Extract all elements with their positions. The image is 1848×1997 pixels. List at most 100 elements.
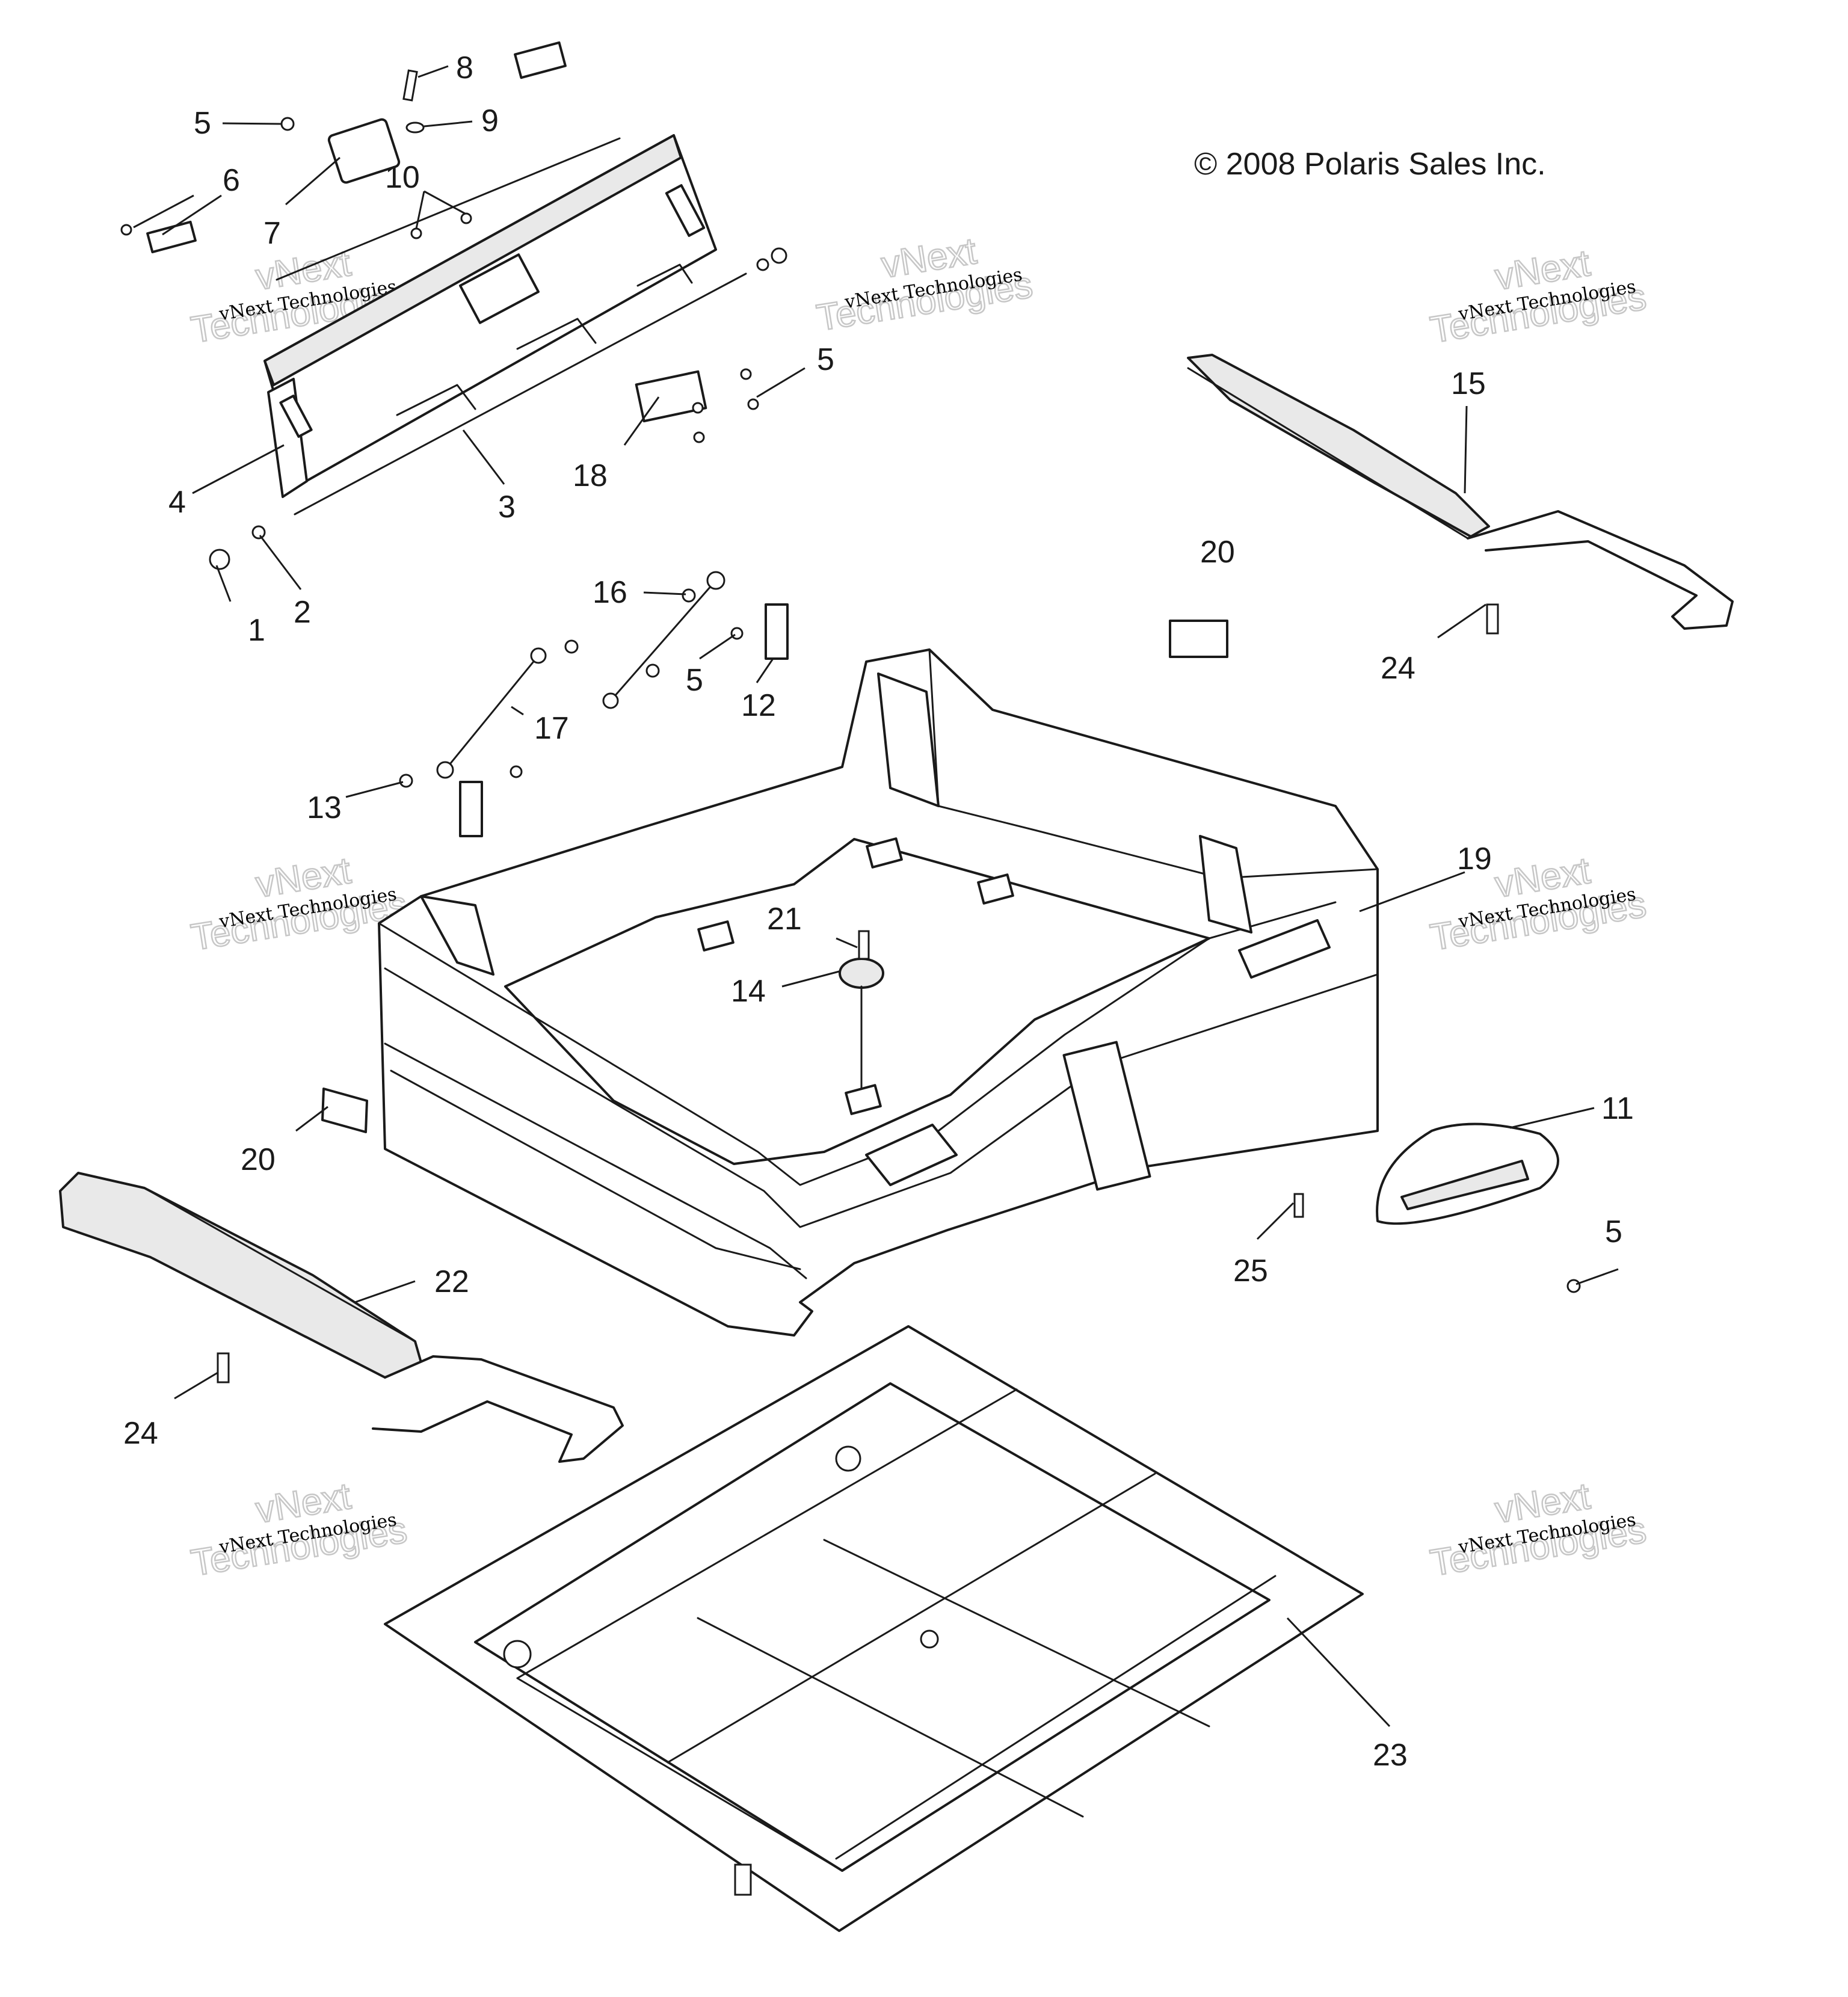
frame-crossmember-3	[835, 1575, 1277, 1860]
leader-lines	[133, 65, 1619, 1728]
bolt-part-24-left	[217, 1352, 230, 1383]
support-cable-part-16	[609, 579, 717, 702]
frame-rail-left	[516, 1677, 843, 1872]
fender-part-22	[59, 1172, 624, 1463]
cable-eye-17-top	[530, 647, 547, 664]
fender-15-body	[1187, 354, 1490, 538]
cable-eye-16-top	[706, 571, 725, 590]
floor-tiedown-2	[977, 873, 1014, 905]
fender-15-edge	[1187, 367, 1469, 540]
cable-eye-16-pin	[682, 588, 696, 603]
bolt-part-1	[209, 549, 230, 570]
callout-16: 16	[593, 575, 627, 610]
hinge-bolt-right	[771, 247, 787, 264]
screw-part-5-plate-3	[692, 402, 704, 414]
watermark-bottom-left: vNext Technologies vNext Technologies	[188, 1475, 411, 1585]
callout-3: 3	[498, 490, 516, 525]
decal-handle-part-7	[327, 118, 401, 184]
cable-eye-16-bottom	[602, 692, 619, 709]
copyright-notice: © 2008 Polaris Sales Inc.	[1194, 147, 1546, 182]
decal-badge-top	[514, 41, 567, 79]
callout-12: 12	[741, 688, 776, 723]
tailgate-cable-upper	[276, 137, 621, 281]
callout-13: 13	[307, 790, 342, 825]
screw-part-5-latch	[730, 627, 744, 640]
latch-bolt-left	[510, 765, 523, 778]
callout-22: 22	[434, 1264, 469, 1299]
frame-mount-hole-1	[835, 1445, 861, 1472]
cargo-box-rim-right	[928, 648, 1379, 879]
cable-end-part-10-right	[460, 212, 472, 224]
screw-part-5-left	[120, 224, 132, 236]
frame-mount-hole-2	[503, 1640, 532, 1669]
callout-20-lower: 20	[241, 1142, 276, 1177]
decal-badge-part-6	[146, 220, 197, 254]
watermark-middle-right: vNext Technologies vNext Technologies	[1427, 849, 1650, 959]
screw-part-5-plate-1	[740, 368, 752, 380]
callout-9: 9	[481, 103, 499, 138]
tailgate-slot-right	[665, 184, 706, 237]
cargo-box-front-band	[384, 967, 1379, 1228]
drain-plug-part-14	[839, 958, 884, 989]
callout-5-latch: 5	[686, 663, 703, 698]
callout-8: 8	[456, 51, 473, 85]
callout-25: 25	[1233, 1254, 1268, 1288]
callout-1: 1	[248, 613, 265, 648]
cargo-box-corner-post-left	[420, 895, 494, 976]
tailgate-rib-2	[516, 318, 597, 350]
floor-tiedown-1	[866, 837, 903, 869]
frame-crossmember-2	[667, 1472, 1156, 1764]
callout-5-cover: 5	[1605, 1214, 1622, 1249]
cargo-box-handle-front	[865, 1124, 958, 1186]
callout-17: 17	[534, 711, 569, 746]
fender-22-bracket	[372, 1355, 624, 1463]
cargo-box-inner-corner-right	[877, 672, 940, 807]
decal-part-20-upper	[1169, 620, 1228, 658]
plate-part-18	[635, 370, 707, 423]
callout-labels: 1 2 3 4 5 6 7 8 9 10 5 18 16 17 5 12 13 …	[123, 51, 1634, 1773]
callout-7: 7	[263, 216, 281, 251]
tailgate-rib-1	[396, 384, 476, 416]
screw-part-5-plate-2	[747, 398, 759, 410]
callout-24-left: 24	[123, 1416, 158, 1451]
callout-5-plate: 5	[817, 342, 834, 377]
cable-bolt-1	[564, 639, 579, 654]
cable-eye-17-bottom	[436, 761, 454, 779]
tailgate-assembly	[120, 41, 787, 570]
latch-striker-part-12	[765, 603, 789, 660]
callout-5-top: 5	[194, 106, 211, 141]
decal-part-20-lower	[321, 1088, 368, 1133]
support-cable-part-17	[444, 654, 540, 771]
callout-15: 15	[1451, 366, 1486, 401]
frame-inner-opening	[474, 1382, 1270, 1872]
cover-part-11	[1376, 1122, 1559, 1225]
cable-bolt-2	[645, 663, 660, 678]
callout-21: 21	[767, 902, 802, 937]
tailgate-rib-3	[636, 263, 693, 287]
hinge-washer-right	[756, 258, 769, 271]
screw-part-5-cover	[1566, 1279, 1581, 1293]
bolt-part-24-right	[1486, 603, 1499, 635]
frame-longitudinal-1	[697, 1617, 1084, 1818]
callout-4: 4	[168, 485, 186, 520]
callout-2: 2	[294, 595, 311, 630]
callout-6: 6	[223, 163, 240, 198]
bolt-part-13	[399, 774, 413, 788]
tailgate-latch-recess	[459, 253, 540, 324]
cover-11-inner	[1400, 1160, 1529, 1210]
callout-24-right: 24	[1381, 651, 1415, 686]
callout-14: 14	[731, 974, 766, 1009]
tailgate-top-edge	[263, 134, 682, 386]
callout-10: 10	[385, 160, 420, 195]
cargo-box-base-edge	[390, 1069, 801, 1270]
callout-11: 11	[1601, 1091, 1634, 1126]
frame-longitudinal-2	[823, 1539, 1210, 1728]
watermark-bottom-right: vNext Technologies vNext Technologies	[1427, 1475, 1650, 1585]
callout-19: 19	[1457, 842, 1492, 876]
washer-part-2	[251, 525, 266, 540]
tailgate-hinge-rod	[294, 272, 747, 515]
callout-23: 23	[1373, 1738, 1408, 1773]
cargo-box-handle-right	[1238, 919, 1331, 979]
support-cable-assembly	[399, 571, 789, 837]
